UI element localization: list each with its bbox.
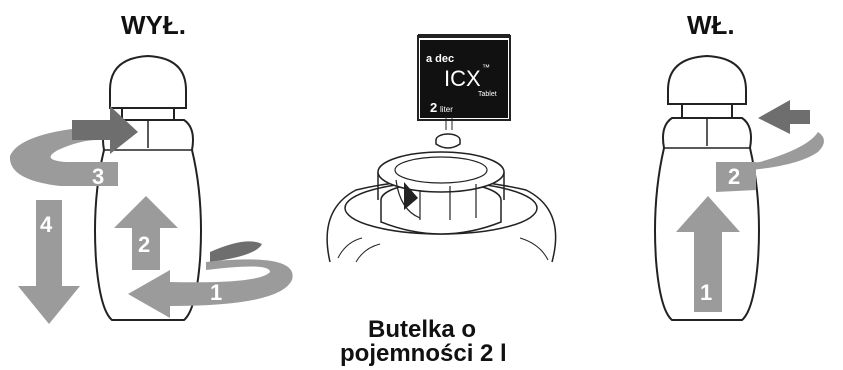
step-3-number: 3	[92, 164, 104, 189]
off-label: WYŁ.	[121, 10, 186, 40]
bottle-top	[326, 151, 557, 263]
on-label: WŁ.	[687, 10, 735, 40]
arrow-step-3: 3	[9, 106, 138, 189]
right-step-1-number: 1	[700, 280, 712, 305]
caption-line-2: pojemności 2 l	[340, 340, 507, 367]
step-1-number: 1	[210, 280, 222, 305]
right-step-2-number: 2	[728, 164, 740, 189]
tablet-packet: a dec ICX ™ Tablet 2 liter	[417, 34, 511, 121]
arrow-step-2: 2	[114, 196, 178, 270]
packet-brand: a dec	[426, 53, 454, 65]
arrow-step-4: 4	[18, 200, 80, 324]
packet-trademark: ™	[482, 63, 490, 72]
right-arrow-step-1: 1	[676, 196, 740, 312]
packet-subtitle: Tablet	[478, 91, 497, 98]
arrow-step-1: 1	[128, 241, 293, 318]
packet-volume-number: 2	[430, 100, 437, 115]
left-bottle	[94, 54, 202, 321]
step-4-number: 4	[40, 212, 53, 237]
step-2-number: 2	[138, 232, 150, 257]
tablet	[435, 116, 461, 149]
packet-volume-unit: liter	[440, 105, 453, 114]
caption-line-1: Butelka o	[368, 316, 477, 343]
right-arrow-step-2: 2	[716, 100, 824, 192]
packet-product: ICX	[444, 66, 481, 91]
